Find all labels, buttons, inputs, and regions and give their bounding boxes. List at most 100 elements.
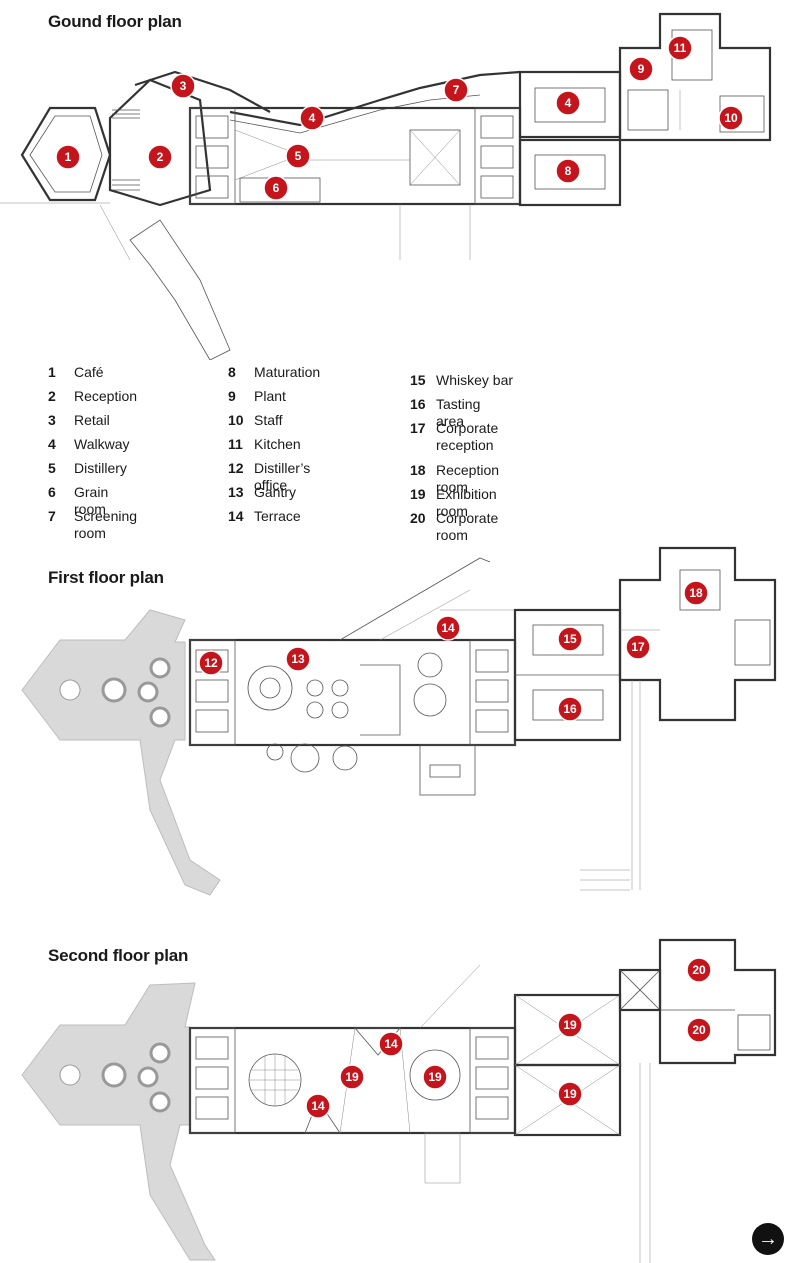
legend-item: 17 Corporate reception bbox=[410, 420, 498, 454]
svg-text:20: 20 bbox=[692, 1023, 706, 1037]
svg-text:20: 20 bbox=[692, 963, 706, 977]
legend-number: 10 bbox=[228, 412, 244, 428]
legend-item: 7 Screening room bbox=[48, 508, 137, 542]
svg-text:8: 8 bbox=[565, 164, 572, 178]
legend-label: Café bbox=[74, 364, 104, 380]
legend-number: 19 bbox=[410, 486, 426, 502]
svg-text:15: 15 bbox=[563, 632, 577, 646]
ground-floor-title: Gound floor plan bbox=[48, 12, 182, 31]
legend-label: Kitchen bbox=[254, 436, 301, 452]
svg-text:2: 2 bbox=[157, 150, 164, 164]
room-marker-8: 8 bbox=[555, 158, 581, 184]
legend-label: Retail bbox=[74, 412, 110, 428]
room-marker-2: 2 bbox=[147, 144, 173, 170]
legend-label: Reception bbox=[74, 388, 138, 404]
legend-item: 10 Staff bbox=[228, 412, 283, 429]
svg-text:10: 10 bbox=[724, 111, 738, 125]
legend-label: Screening room bbox=[74, 508, 138, 541]
legend-number: 2 bbox=[48, 388, 56, 404]
room-marker-1: 1 bbox=[55, 144, 81, 170]
svg-text:4: 4 bbox=[565, 96, 572, 110]
svg-text:19: 19 bbox=[428, 1070, 442, 1084]
svg-text:11: 11 bbox=[674, 41, 687, 55]
room-marker-19: 19 bbox=[557, 1012, 583, 1038]
legend-label: Grain room bbox=[74, 484, 109, 517]
legend-number: 14 bbox=[228, 508, 244, 524]
room-marker-14: 14 bbox=[305, 1093, 331, 1119]
legend-number: 18 bbox=[410, 462, 426, 478]
legend-label: Distiller’s office bbox=[254, 460, 311, 493]
legend-label: Plant bbox=[254, 388, 286, 404]
room-marker-14: 14 bbox=[435, 615, 461, 641]
legend-label: Distillery bbox=[74, 460, 127, 476]
svg-text:14: 14 bbox=[384, 1037, 398, 1051]
room-marker-15: 15 bbox=[557, 626, 583, 652]
legend-label: Exhibition room bbox=[436, 486, 497, 519]
legend-number: 1 bbox=[48, 364, 56, 380]
svg-text:4: 4 bbox=[309, 111, 316, 125]
legend-label: Corporate reception bbox=[436, 420, 499, 453]
svg-text:14: 14 bbox=[441, 621, 455, 635]
legend-item: 18 Reception room bbox=[410, 462, 499, 496]
room-marker-4: 4 bbox=[299, 105, 325, 131]
legend-number: 4 bbox=[48, 436, 56, 452]
legend-number: 16 bbox=[410, 396, 426, 412]
svg-text:18: 18 bbox=[689, 586, 703, 600]
legend-number: 3 bbox=[48, 412, 56, 428]
legend-number: 5 bbox=[48, 460, 56, 476]
legend-item: 2 Reception bbox=[48, 388, 137, 405]
legend-item: 3 Retail bbox=[48, 412, 110, 429]
svg-text:13: 13 bbox=[291, 652, 305, 666]
room-marker-3: 3 bbox=[170, 73, 196, 99]
room-marker-10: 10 bbox=[718, 105, 744, 131]
legend-label: Staff bbox=[254, 412, 283, 428]
room-marker-19: 19 bbox=[339, 1064, 365, 1090]
next-page-button[interactable]: → bbox=[752, 1223, 784, 1255]
first-floor-plan bbox=[21, 546, 777, 896]
svg-text:7: 7 bbox=[453, 83, 460, 97]
legend-label: Corporate room bbox=[436, 510, 499, 543]
legend-label: Reception room bbox=[436, 462, 500, 495]
room-marker-7: 7 bbox=[443, 77, 469, 103]
legend-item: 12 Distiller’s office bbox=[228, 460, 310, 494]
room-marker-4: 4 bbox=[555, 90, 581, 116]
room-marker-11: 11 bbox=[667, 35, 693, 61]
room-marker-20: 20 bbox=[686, 1017, 712, 1043]
legend-item: 19 Exhibition room bbox=[410, 486, 497, 520]
legend-number: 17 bbox=[410, 420, 426, 436]
legend-label: Terrace bbox=[254, 508, 301, 524]
svg-text:1: 1 bbox=[65, 150, 72, 164]
svg-text:3: 3 bbox=[180, 79, 187, 93]
legend-label: Whiskey bar bbox=[436, 372, 514, 388]
legend-label: Gantry bbox=[254, 484, 297, 500]
legend-number: 12 bbox=[228, 460, 244, 476]
first-floor-title: First floor plan bbox=[48, 568, 164, 587]
svg-text:6: 6 bbox=[273, 181, 280, 195]
room-marker-17: 17 bbox=[625, 634, 651, 660]
room-marker-16: 16 bbox=[557, 696, 583, 722]
second-floor-title: Second floor plan bbox=[48, 946, 189, 965]
room-marker-5: 5 bbox=[285, 143, 311, 169]
svg-text:9: 9 bbox=[638, 62, 645, 76]
second-floor-plan bbox=[21, 938, 777, 1263]
room-marker-13: 13 bbox=[285, 646, 311, 672]
legend-number: 20 bbox=[410, 510, 426, 526]
room-marker-9: 9 bbox=[628, 56, 654, 82]
svg-text:14: 14 bbox=[311, 1099, 325, 1113]
room-marker-18: 18 bbox=[683, 580, 709, 606]
room-marker-19: 19 bbox=[422, 1064, 448, 1090]
svg-text:19: 19 bbox=[563, 1087, 577, 1101]
legend-item: 1 Café bbox=[48, 364, 104, 381]
legend-item: 20 Corporate room bbox=[410, 510, 498, 544]
legend-number: 15 bbox=[410, 372, 426, 388]
legend-number: 7 bbox=[48, 508, 56, 524]
